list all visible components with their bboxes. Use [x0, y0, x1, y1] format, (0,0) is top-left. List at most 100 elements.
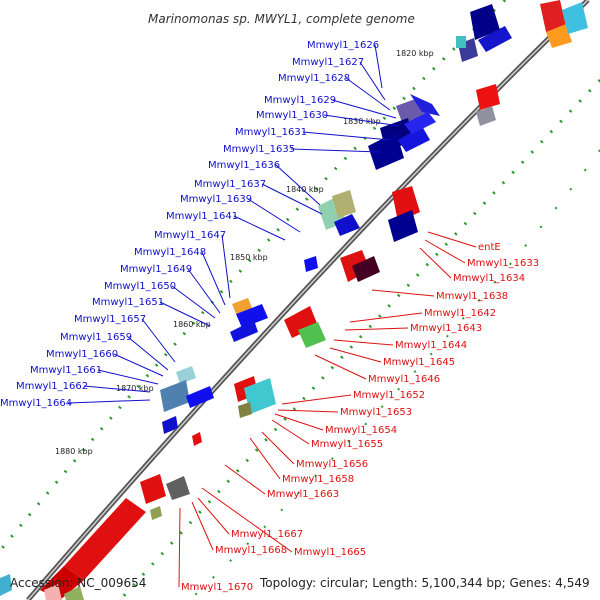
- leader-line: [67, 399, 151, 404]
- reverse-leader-lines: [178, 231, 477, 588]
- gene-block: [44, 584, 62, 600]
- gene-block: [476, 106, 496, 126]
- reverse-gene-label[interactable]: Mmwyl1_1646: [368, 374, 440, 385]
- gene-block: [0, 574, 12, 596]
- gene-block: [236, 304, 268, 328]
- reverse-gene-label[interactable]: Mmwyl1_1633: [467, 258, 539, 269]
- gene-block: [140, 474, 166, 504]
- leader-line: [221, 234, 231, 299]
- gene-block: [150, 506, 162, 520]
- forward-gene-label[interactable]: Mmwyl1_1641: [166, 211, 238, 222]
- reverse-gene-label[interactable]: Mmwyl1_1656: [296, 459, 368, 470]
- reverse-gene-label[interactable]: Mmwyl1_1670: [181, 582, 253, 593]
- reverse-gene-label[interactable]: Mmwyl1_1658: [282, 474, 354, 485]
- reverse-gene-label[interactable]: Mmwyl1_1645: [383, 357, 455, 368]
- forward-gene-label[interactable]: Mmwyl1_1649: [120, 264, 192, 275]
- forward-gene-label[interactable]: Mmwyl1_1627: [292, 57, 364, 68]
- left-guide-dots: [0, 0, 507, 554]
- leader-line: [141, 318, 176, 363]
- forward-gene-label[interactable]: Mmwyl1_1648: [134, 247, 206, 258]
- forward-gene-label[interactable]: Mmwyl1_1635: [223, 144, 295, 155]
- reverse-gene-label[interactable]: Mmwyl1_1653: [340, 407, 412, 418]
- gene-block: [232, 298, 252, 314]
- reverse-gene-label[interactable]: Mmwyl1_1665: [294, 547, 366, 558]
- forward-gene-label[interactable]: Mmwyl1_1626: [307, 40, 379, 51]
- forward-gene-label[interactable]: Mmwyl1_1661: [30, 365, 102, 376]
- leader-line: [275, 164, 321, 206]
- forward-gene-label[interactable]: Mmwyl1_1659: [60, 332, 132, 343]
- leader-line: [249, 437, 281, 480]
- gene-block: [186, 386, 214, 408]
- reverse-gene-label[interactable]: Mmwyl1_1667: [231, 529, 303, 540]
- forward-gene-label[interactable]: Mmwyl1_1662: [16, 381, 88, 392]
- kbp-tick-label: 1870 kbp: [116, 384, 154, 393]
- reverse-gene-label[interactable]: Mmwyl1_1652: [353, 390, 425, 401]
- kbp-tick-label: 1830 kbp: [343, 117, 381, 126]
- leader-line: [247, 198, 301, 233]
- reverse-gene-label[interactable]: Mmwyl1_1655: [311, 439, 383, 450]
- reverse-gene-label[interactable]: Mmwyl1_1654: [325, 425, 397, 436]
- leader-line: [178, 507, 181, 588]
- reverse-gene-label[interactable]: Mmwyl1_1663: [267, 489, 339, 500]
- leader-line: [359, 61, 386, 101]
- kbp-tick-label: 1880 kbp: [55, 447, 93, 456]
- forward-gene-label[interactable]: Mmwyl1_1628: [278, 73, 350, 84]
- leader-line: [159, 301, 211, 327]
- gene-block: [562, 2, 588, 34]
- forward-gene-label[interactable]: Mmwyl1_1639: [180, 194, 252, 205]
- kbp-tick-label: 1840 kbp: [286, 185, 324, 194]
- gene-block: [298, 322, 326, 348]
- gene-block: [176, 366, 196, 384]
- gene-block: [334, 214, 360, 236]
- reverse-gene-label[interactable]: Mmwyl1_1644: [395, 340, 467, 351]
- gene-block: [160, 380, 190, 412]
- leader-line: [201, 251, 226, 306]
- gene-block: [64, 498, 146, 580]
- gene-block: [540, 0, 566, 32]
- leader-line: [233, 215, 286, 241]
- forward-gene-label[interactable]: Mmwyl1_1637: [194, 179, 266, 190]
- gene-block: [478, 26, 512, 52]
- leader-line: [345, 77, 391, 111]
- forward-gene-labels: Mmwyl1_1626Mmwyl1_1627Mmwyl1_1628Mmwyl1_…: [0, 40, 379, 409]
- gene-block: [392, 186, 420, 222]
- reverse-gene-label[interactable]: Mmwyl1_1668: [215, 545, 287, 556]
- reverse-gene-label[interactable]: Mmwyl1_1638: [436, 291, 508, 302]
- forward-gene-label[interactable]: Mmwyl1_1636: [208, 160, 280, 171]
- kbp-tick-label: 1820 kbp: [396, 49, 434, 58]
- leader-line: [419, 247, 452, 279]
- leader-line: [127, 336, 169, 371]
- gene-block: [398, 126, 430, 152]
- gene-block: [192, 432, 202, 446]
- forward-gene-label[interactable]: Mmwyl1_1651: [92, 297, 164, 308]
- forward-gene-label[interactable]: Mmwyl1_1630: [256, 110, 328, 121]
- reverse-gene-label[interactable]: Mmwyl1_1643: [410, 323, 482, 334]
- forward-gene-label[interactable]: Mmwyl1_1664: [0, 398, 72, 409]
- forward-gene-label[interactable]: Mmwyl1_1629: [264, 95, 336, 106]
- forward-gene-label[interactable]: Mmwyl1_1657: [74, 314, 146, 325]
- gene-block: [230, 320, 258, 342]
- leader-line: [290, 148, 381, 153]
- gene-block: [368, 132, 404, 170]
- leader-line: [302, 131, 391, 141]
- leader-line: [224, 464, 266, 495]
- forward-gene-label[interactable]: Mmwyl1_1647: [154, 230, 226, 241]
- reverse-gene-label[interactable]: Mmwyl1_1642: [424, 308, 496, 319]
- gene-block: [404, 112, 436, 134]
- kbp-tick-label: 1860 kbp: [173, 320, 211, 329]
- forward-gene-label[interactable]: Mmwyl1_1631: [235, 127, 307, 138]
- leader-line: [97, 369, 159, 385]
- gene-block: [456, 36, 466, 48]
- reverse-gene-label[interactable]: entE: [478, 242, 501, 253]
- leader-line: [349, 312, 423, 323]
- reverse-gene-label[interactable]: Mmwyl1_1634: [453, 273, 525, 284]
- forward-gene-label[interactable]: Mmwyl1_1660: [46, 349, 118, 360]
- leader-line: [261, 431, 295, 465]
- gene-block: [162, 416, 178, 434]
- forward-features: [160, 4, 512, 434]
- forward-gene-label[interactable]: Mmwyl1_1650: [104, 281, 176, 292]
- leader-line: [331, 99, 397, 119]
- gene-block: [546, 24, 572, 48]
